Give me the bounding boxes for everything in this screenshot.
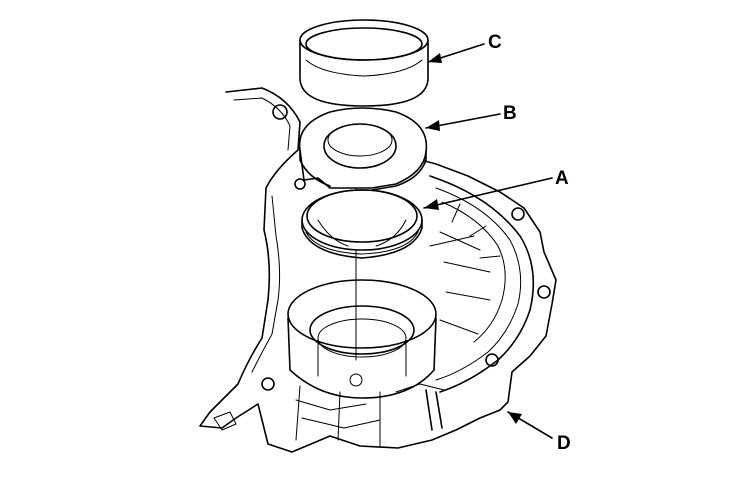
- arrow-c-icon: [428, 53, 442, 63]
- sleeve-part-c: [299, 19, 429, 107]
- transmission-housing: [199, 87, 557, 453]
- callout-b: B: [425, 103, 517, 131]
- label-b: B: [503, 103, 517, 124]
- arrow-d-icon: [508, 412, 522, 424]
- label-d: D: [557, 433, 571, 454]
- seal-ring-part-a: [301, 189, 423, 259]
- arrow-a-icon: [424, 199, 439, 210]
- callout-d: D: [507, 411, 571, 454]
- label-c: C: [488, 32, 502, 53]
- thrust-washer-part-b: [298, 107, 428, 191]
- callout-c: C: [427, 32, 502, 63]
- callout-a: A: [423, 168, 569, 210]
- arrow-b-icon: [426, 120, 440, 131]
- label-a: A: [555, 168, 569, 189]
